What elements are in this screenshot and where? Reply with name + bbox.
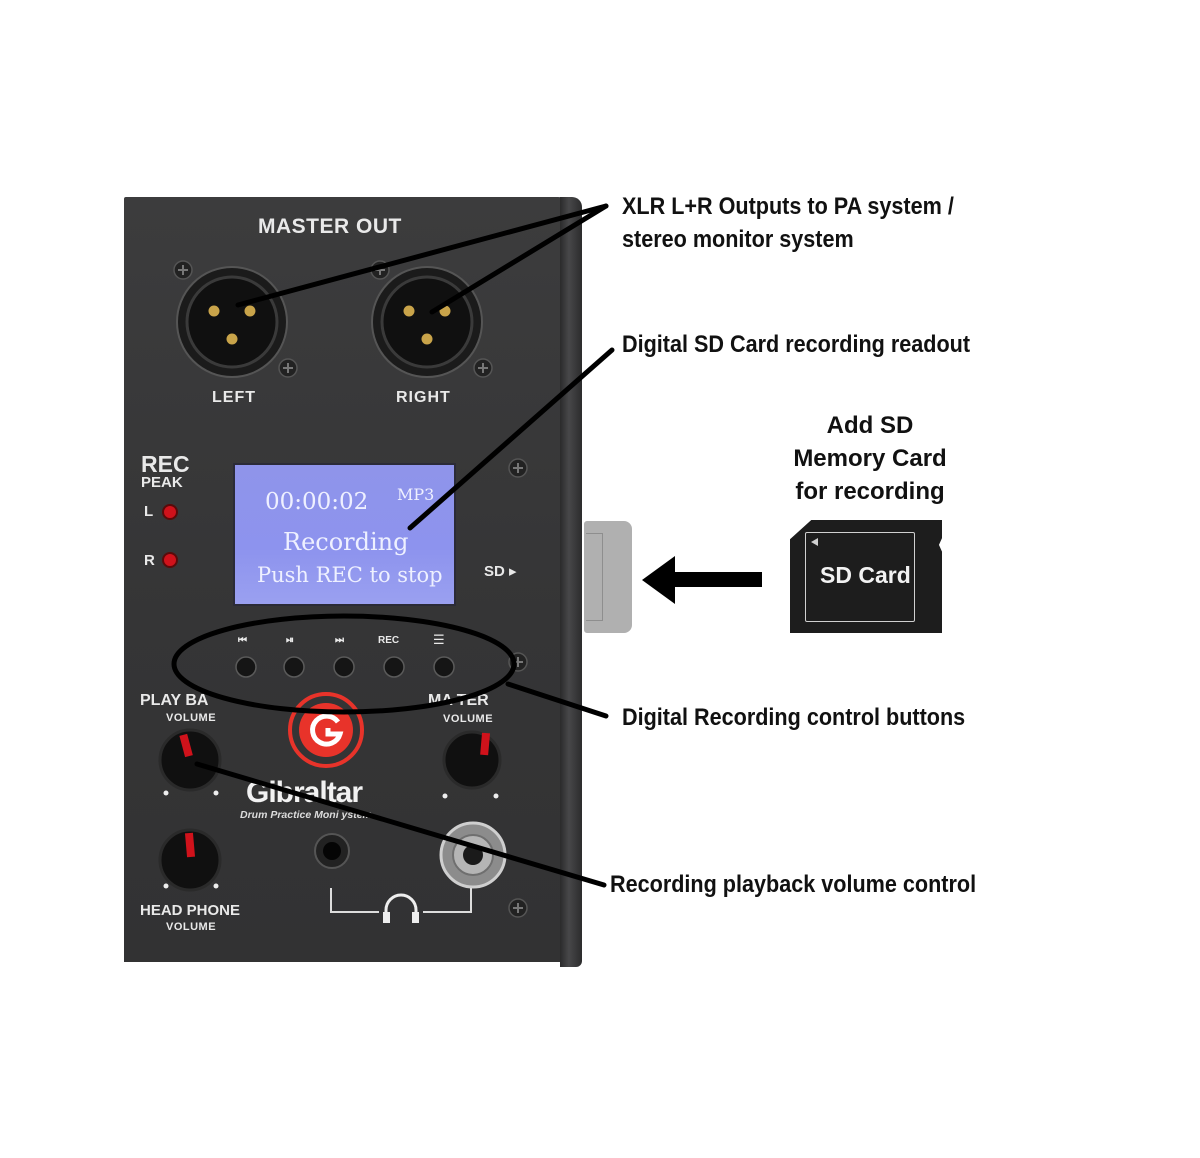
control-buttons-ellipse [171, 613, 517, 715]
screw-slots [178, 265, 523, 913]
callout-readout: Digital SD Card recording readout [622, 331, 971, 358]
callout-controls: Digital Recording control buttons [622, 704, 966, 731]
playback-volume-knob[interactable] [158, 728, 222, 792]
callout-line-readout [407, 347, 615, 531]
right-output-label: RIGHT [396, 389, 451, 406]
master-volume-label: VOLUME [443, 713, 494, 725]
callout-xlr-line1: XLR L+R Outputs to PA system / [622, 193, 954, 220]
lcd-display: 00:00:02 MP3 Recording Push REC to stop [233, 463, 456, 606]
playback-volume-label: VOLUME [166, 712, 217, 724]
headphone-volume-knob[interactable] [158, 828, 222, 892]
gibraltar-logo [288, 692, 364, 768]
insert-arrow-icon [642, 556, 762, 604]
master-out-label: MASTER OUT [258, 215, 402, 238]
peak-led-left [162, 504, 178, 520]
rec-button-label: REC [378, 635, 400, 646]
master-volume-knob[interactable] [442, 730, 502, 790]
lcd-time: 00:00:02 [265, 489, 369, 515]
peak-l-label: L [144, 503, 154, 520]
headphone-label: HEAD PHONE [140, 902, 241, 919]
play-pause-button[interactable] [283, 656, 305, 678]
lcd-status: Recording [283, 528, 409, 556]
sd-card-label: SD Card [820, 562, 911, 588]
peak-r-label: R [144, 552, 155, 569]
fast-forward-button[interactable] [333, 656, 355, 678]
screws [173, 260, 528, 918]
rewind-icon: ⏮ [238, 635, 247, 646]
sd-slot-label: SD ▸ [484, 563, 517, 580]
peak-led-right [162, 552, 178, 568]
sd-card-label-area [805, 532, 915, 622]
brand-name: Gibraltar [246, 776, 363, 809]
peak-label: PEAK [141, 474, 183, 491]
knob-markers [163, 790, 499, 889]
headphone-volume-label: VOLUME [166, 921, 217, 933]
callout-sd-line2: Memory Card [793, 445, 947, 472]
rec-label: REC [141, 451, 190, 477]
menu-button[interactable] [433, 656, 455, 678]
fast-forward-icon: ⏭ [335, 635, 344, 646]
mini-headphone-jack[interactable] [314, 833, 350, 869]
record-button[interactable] [383, 656, 405, 678]
callout-line-xlr-left [235, 203, 609, 308]
menu-icon: ☰ [433, 632, 445, 647]
sd-card-slot [584, 521, 632, 633]
callout-sd-line3: for recording [795, 478, 945, 505]
left-output-label: LEFT [212, 389, 256, 406]
headphone-bracket [330, 888, 472, 913]
lcd-format: MP3 [397, 485, 435, 504]
headphone-icon [383, 893, 419, 923]
sd-card-triangle-icon [811, 538, 818, 546]
callout-line-playback [194, 761, 607, 888]
sd-card-slot-inner [586, 533, 603, 621]
callout-line-controls [505, 681, 609, 719]
callout-playback-volume: Recording playback volume control [610, 871, 977, 898]
callout-line-xlr-right [429, 203, 609, 315]
callout-sd-line1: Add SD [826, 412, 914, 439]
callout-xlr-line2: stereo monitor system [622, 226, 854, 253]
play-pause-icon: ⏯ [286, 635, 294, 646]
rewind-button[interactable] [235, 656, 257, 678]
brand-subtitle: Drum Practice Moni ystem [240, 809, 372, 821]
lcd-hint: Push REC to stop [257, 563, 443, 587]
playback-label: PLAY BA [140, 692, 209, 709]
